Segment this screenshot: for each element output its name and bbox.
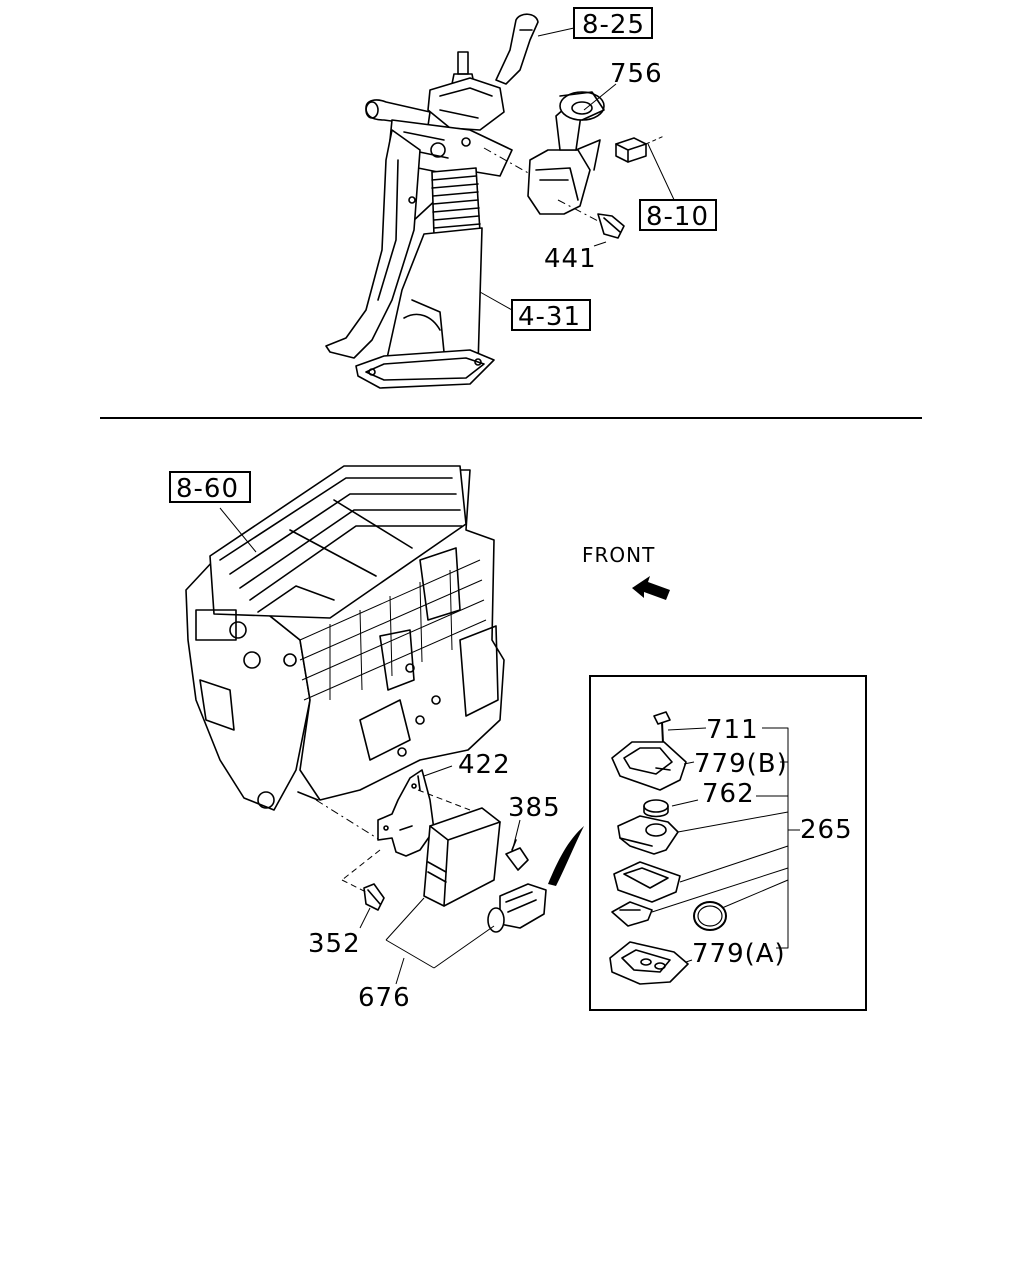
- ref-box-8-60: [169, 471, 251, 503]
- part-label-352: 352: [308, 929, 361, 959]
- bolt-441: [597, 213, 625, 239]
- front-arrow-icon: [632, 576, 670, 600]
- screw-352: [363, 883, 385, 911]
- heater-unit-assembly: [185, 465, 505, 811]
- ref-label-8-10: 8-10: [646, 202, 709, 232]
- seal-ring: [693, 901, 727, 931]
- cover-779a: [609, 941, 689, 985]
- ref-box-4-31: [511, 299, 591, 331]
- part-label-762: 762: [702, 779, 755, 809]
- ref-label-8-60: 8-60: [176, 474, 239, 504]
- connector: [615, 137, 647, 163]
- ref-box-8-25: [573, 7, 653, 39]
- holder: [617, 815, 679, 855]
- part-label-422: 422: [458, 750, 511, 780]
- part-label-441: 441: [544, 244, 597, 274]
- key-fob: [487, 883, 547, 933]
- control-module-676: [423, 807, 501, 907]
- ref-label-8-25: 8-25: [582, 10, 645, 40]
- key-coil-module: [527, 91, 605, 215]
- part-label-756: 756: [610, 59, 663, 89]
- part-label-385: 385: [508, 793, 561, 823]
- part-label-711: 711: [706, 715, 759, 745]
- transponder-chip: [611, 901, 653, 927]
- ref-label-4-31: 4-31: [518, 302, 581, 332]
- front-direction-label: FRONT: [582, 543, 655, 567]
- ref-box-8-10: [639, 199, 717, 231]
- steering-column-assembly: [325, 13, 539, 389]
- part-label-676: 676: [358, 983, 411, 1013]
- part-label-779b: 779(B): [694, 749, 788, 779]
- detail-pointer: [548, 826, 584, 886]
- bracket-422: [377, 769, 435, 857]
- circuit-board: [613, 861, 681, 903]
- bolt-385: [505, 839, 529, 871]
- part-label-779a: 779(A): [692, 939, 786, 969]
- part-label-265: 265: [800, 815, 853, 845]
- cover-779b: [611, 741, 687, 791]
- battery-762: [643, 799, 669, 818]
